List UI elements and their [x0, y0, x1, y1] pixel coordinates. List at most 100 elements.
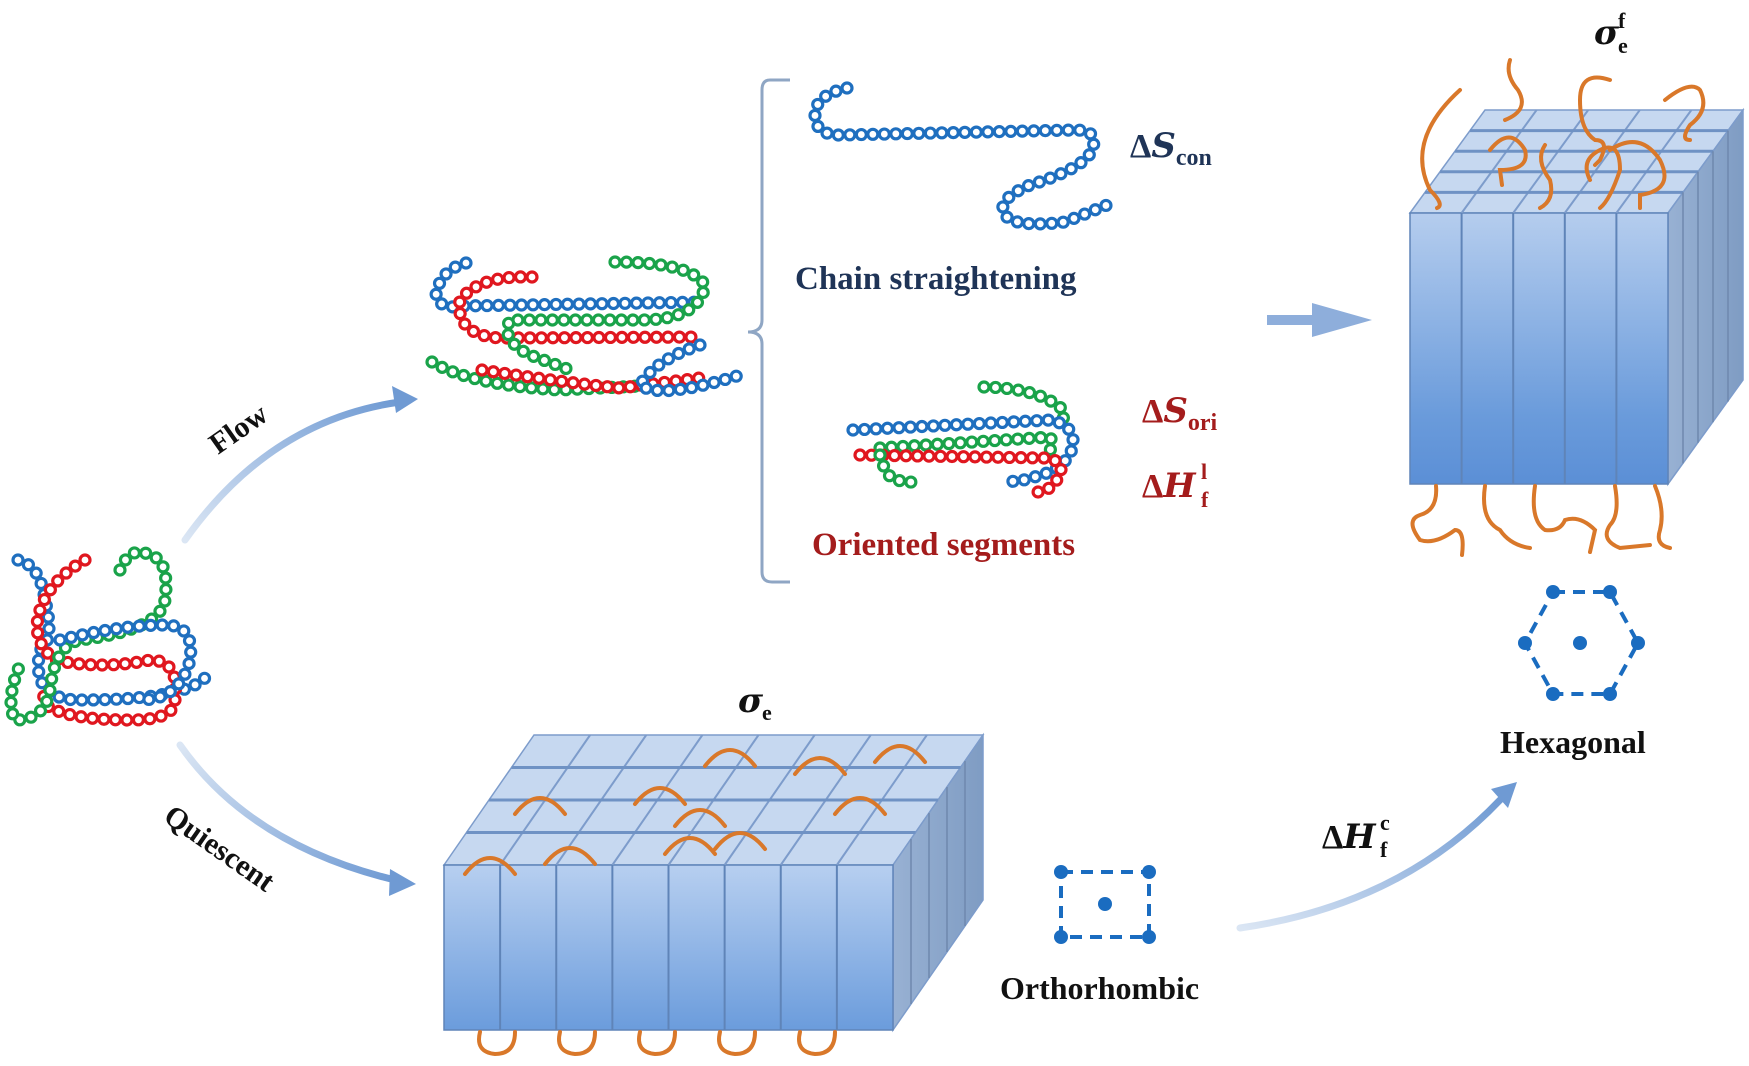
- monomer-bead: [1043, 171, 1057, 185]
- monomer-bead: [1044, 432, 1058, 446]
- monomer-bead: [5, 684, 19, 698]
- monomer-bead: [31, 653, 46, 667]
- monomer-bead: [155, 618, 169, 632]
- monomer-bead: [853, 448, 867, 462]
- monomer-bead: [503, 298, 517, 312]
- melting-enthalpy-oriented-symbol: ΔH l f: [1142, 459, 1209, 512]
- hexagonal-label: Hexagonal: [1500, 724, 1646, 760]
- svg-text:e: e: [762, 700, 772, 725]
- monomer-bead: [857, 422, 872, 437]
- monomer-bead: [661, 352, 676, 366]
- monomer-bead: [121, 691, 135, 706]
- monomer-bead: [820, 126, 834, 140]
- monomer-bead: [1056, 215, 1070, 229]
- oriented-segments-label: Oriented segments: [812, 527, 1075, 563]
- fold-surface-energy-symbol: σ e: [738, 681, 772, 725]
- monomer-bead: [448, 260, 462, 274]
- monomer-bead: [95, 658, 109, 672]
- monomer-bead: [876, 459, 891, 473]
- monomer-bead: [612, 381, 626, 395]
- monomer-bead: [1032, 175, 1046, 189]
- transition-arrow: [1236, 782, 1517, 932]
- monomer-bead: [453, 295, 467, 309]
- monomer-bead: [1030, 414, 1044, 428]
- monomer-bead: [1054, 463, 1068, 477]
- chain-fold: [633, 786, 687, 806]
- monomer-bead: [43, 683, 57, 697]
- monomer-bead: [662, 383, 676, 398]
- monomer-bead: [1062, 422, 1076, 436]
- svg-text:f: f: [1618, 8, 1626, 33]
- monomer-bead: [525, 270, 539, 284]
- monomer-bead: [182, 634, 197, 648]
- monomer-bead: [1087, 137, 1101, 151]
- monomer-bead: [1027, 124, 1041, 138]
- monomer-bead: [113, 563, 127, 577]
- monomer-bead: [843, 128, 857, 142]
- crystal-front-face: [1409, 212, 1669, 485]
- monomer-bead: [880, 421, 895, 435]
- melting-enthalpy-crystal-symbol: ΔH c f: [1322, 810, 1390, 862]
- monomer-bead: [159, 582, 173, 597]
- coil-chain-blue-2: [53, 618, 198, 707]
- monomer-bead: [75, 693, 89, 707]
- monomer-bead: [87, 625, 101, 640]
- monomer-bead: [507, 337, 521, 351]
- monomer-bead: [488, 331, 503, 345]
- monomer-bead: [1017, 473, 1031, 487]
- monomer-bead: [439, 267, 453, 281]
- monomer-bead: [85, 711, 100, 725]
- monomer-bead: [34, 576, 48, 591]
- monomer-bead: [923, 126, 937, 140]
- monomer-bead: [1048, 453, 1062, 468]
- monomer-bead: [188, 678, 202, 692]
- monomer-bead: [1033, 389, 1048, 403]
- monomer-bead: [1002, 450, 1017, 465]
- monomer-bead: [1038, 124, 1052, 138]
- monomer-bead: [639, 381, 653, 395]
- monomer-bead: [854, 127, 868, 142]
- monomer-bead: [614, 313, 629, 327]
- monomer-bead: [466, 324, 481, 338]
- monomer-bead: [650, 383, 664, 397]
- monomer-bead: [637, 313, 651, 327]
- monomer-bead: [526, 298, 540, 312]
- monomer-bead: [527, 349, 541, 363]
- monomer-bead: [968, 450, 982, 464]
- flow-chain-blue: [429, 256, 701, 314]
- monomer-bead: [491, 272, 505, 286]
- monomer-bead: [152, 654, 166, 668]
- monomer-bead: [41, 646, 55, 660]
- monomer-bead: [132, 619, 146, 633]
- monomer-bead: [45, 672, 59, 686]
- svg-text:σ: σ: [1594, 13, 1620, 53]
- monomer-bead: [480, 298, 494, 313]
- monomer-bead: [1014, 451, 1028, 465]
- chain-fold: [543, 846, 597, 866]
- monomer-bead: [154, 709, 168, 723]
- monomer-bead: [548, 357, 562, 372]
- svg-text:f: f: [1380, 837, 1388, 862]
- loose-chain-end: [477, 1030, 517, 1057]
- monomer-bead: [654, 258, 668, 272]
- svg-text:l: l: [1201, 459, 1207, 484]
- monomer-bead: [486, 365, 500, 379]
- monomer-bead: [652, 296, 667, 310]
- monomer-bead: [866, 127, 880, 141]
- svg-text:c: c: [1380, 810, 1390, 835]
- monomer-bead: [432, 276, 447, 290]
- monomer-bead: [47, 661, 62, 675]
- cilia-chain: [1503, 58, 1524, 122]
- monomer-bead: [696, 275, 710, 289]
- monomer-bead: [643, 365, 657, 380]
- monomer-bead: [129, 655, 144, 669]
- monomer-bead: [24, 710, 38, 724]
- monomer-bead: [458, 317, 472, 331]
- monomer-bead: [30, 614, 45, 628]
- monomer-bead: [513, 379, 527, 394]
- monomer-bead: [995, 415, 1009, 430]
- chain-fold: [873, 744, 927, 764]
- monomer-bead: [468, 299, 483, 313]
- monomer-bead: [673, 382, 687, 396]
- monomer-bead: [468, 371, 482, 386]
